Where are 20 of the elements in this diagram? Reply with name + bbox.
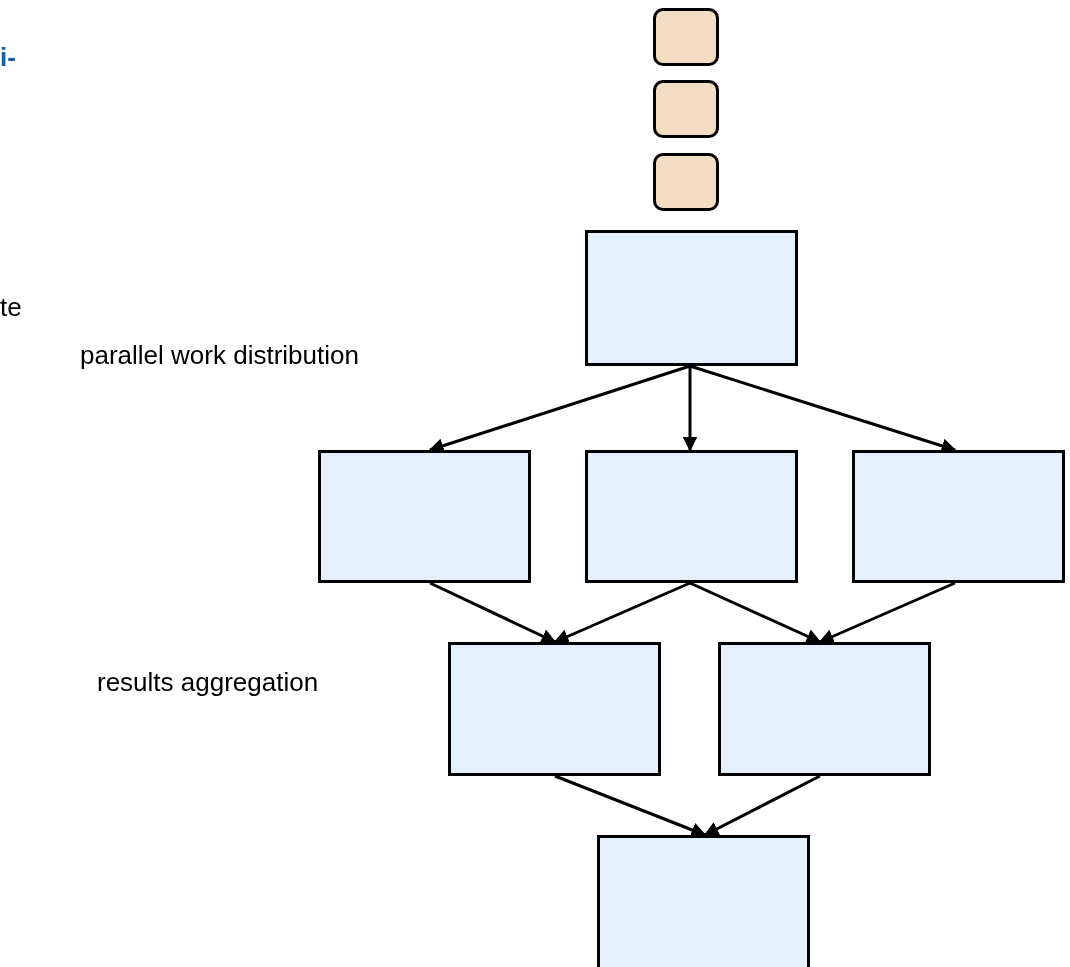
arrow <box>818 581 956 644</box>
arrow <box>682 366 698 452</box>
queue-item-box <box>653 80 719 138</box>
queue-item-box <box>653 153 719 211</box>
arrow <box>429 581 557 644</box>
arrow <box>553 581 691 644</box>
heading-fragment: i- <box>0 42 16 73</box>
process-box <box>718 642 931 776</box>
stage-label: results aggregation <box>97 667 319 698</box>
process-box <box>318 450 531 583</box>
process-box <box>585 450 798 583</box>
process-box <box>448 642 661 776</box>
process-box <box>597 835 810 967</box>
text-fragment: te <box>0 292 22 323</box>
arrow <box>689 581 822 644</box>
queue-item-box <box>653 8 719 66</box>
process-box <box>852 450 1065 583</box>
arrow <box>703 774 821 837</box>
process-box <box>585 230 798 366</box>
stage-label: parallel work distribution <box>80 340 359 371</box>
